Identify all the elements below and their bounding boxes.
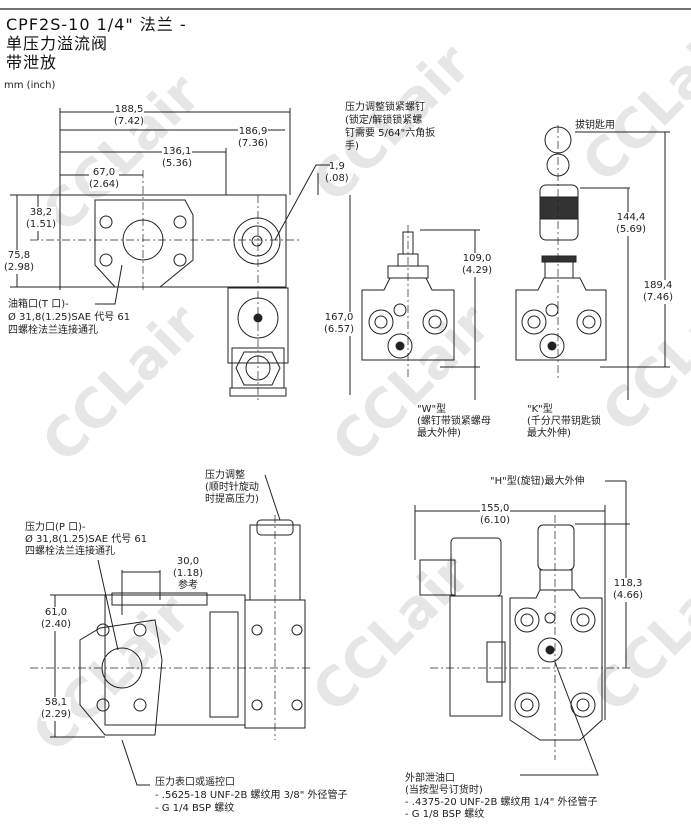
- dim-118-3: 118,3(4.66): [613, 578, 644, 602]
- title-line-1: CPF2S-10 1/4" 法兰 -: [6, 15, 187, 34]
- dim-167-0: 167,0(6.57): [324, 312, 355, 336]
- drain-port-note: 外部泄油口(当按型号订货时)- .4375-20 UNF-2B 螺纹用 1/4"…: [405, 773, 598, 820]
- dim-30-0: 30,0(1.18)参考: [173, 556, 204, 591]
- k-type-side-view: [515, 125, 670, 400]
- dim-61-0: 61,0(2.40): [41, 607, 72, 631]
- h-type-note: "H"型(旋钮)最大外伸: [490, 476, 585, 487]
- gauge-port-note: 压力表口或遥控口- .5625-18 UNF-2B 螺纹用 3/8" 外径管子-…: [155, 777, 348, 814]
- dim-1-9: 1,9(.08): [325, 161, 349, 184]
- dim-188-5: 188,5(7.42): [114, 104, 145, 128]
- pressure-adjust-note: 压力调整(顺时针旋动时提高压力): [205, 470, 259, 505]
- dim-38-2: 38,2(1.51): [26, 207, 57, 231]
- dim-67-0: 67,0(2.64): [89, 167, 120, 191]
- title-line-2: 单压力溢流阀: [6, 34, 109, 53]
- dim-155-0: 155,0(6.10): [480, 503, 511, 527]
- k-type-note: "K"型(千分尺带钥匙锁最大外伸): [527, 404, 601, 439]
- w-type-side-view: [349, 195, 480, 400]
- lock-screw-note: 压力调整锁紧螺钉(锁定/解锁锁紧螺钉需要 5/64"六角扳手): [345, 102, 436, 152]
- dim-189-4: 189,4(7.46): [643, 280, 674, 304]
- dim-136-1: 136,1(5.36): [162, 146, 193, 170]
- front-view-drawing: [30, 474, 310, 786]
- dim-186-9: 186,9(7.36): [238, 126, 269, 150]
- title-line-3: 带泄放: [6, 53, 58, 72]
- dim-144-4: 144,4(5.69): [616, 212, 647, 236]
- right-view-drawing: [414, 480, 630, 776]
- dim-75-8: 75,8(2.98): [4, 250, 35, 274]
- units-label: mm (inch): [4, 80, 56, 91]
- w-type-note: "W"型(螺钉带锁紧螺母最大外伸): [417, 404, 491, 439]
- dim-109-0: 109,0(4.29): [462, 253, 493, 277]
- dim-58-1: 58,1(2.29): [41, 697, 72, 721]
- key-note: 拔钥匙用: [575, 120, 615, 131]
